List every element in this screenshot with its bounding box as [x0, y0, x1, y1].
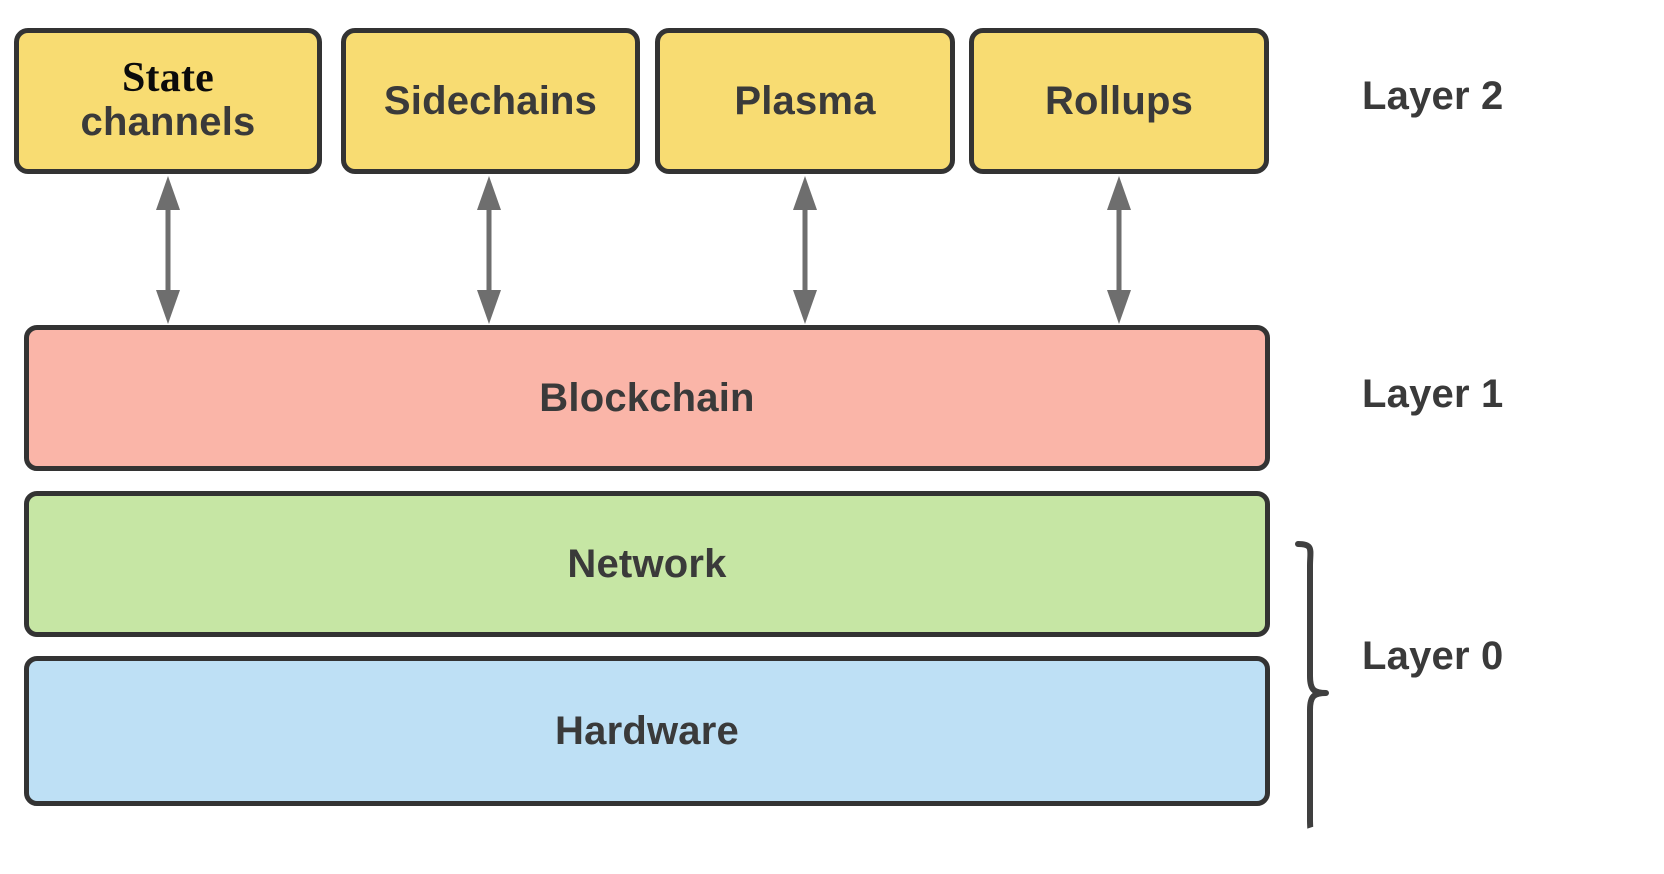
corner-occlusion-blob-lower — [1300, 840, 1380, 874]
node-network[interactable]: Network — [24, 491, 1270, 637]
node-hardware-label: Hardware — [555, 708, 739, 753]
node-network-label: Network — [567, 541, 727, 586]
node-rollups[interactable]: Rollups — [969, 28, 1269, 174]
node-state-channels-label-line1: State — [122, 55, 214, 101]
node-state-channels-label: State channels — [81, 57, 256, 145]
node-plasma[interactable]: Plasma — [655, 28, 955, 174]
node-blockchain-label: Blockchain — [539, 375, 755, 420]
node-sidechains[interactable]: Sidechains — [341, 28, 640, 174]
connector-arrow-state-channels — [148, 176, 188, 324]
layer-label-layer-2-text: Layer 2 — [1362, 74, 1504, 118]
connector-arrow-rollups — [1099, 176, 1139, 324]
layer-label-layer-1: Layer 1 — [1362, 372, 1504, 417]
layer-label-layer-2: Layer 2 — [1362, 74, 1504, 119]
layer-label-layer-0: Layer 0 — [1362, 634, 1504, 679]
layer0-grouping-brace — [1288, 540, 1334, 846]
node-state-channels-label-line2: channels — [80, 100, 256, 144]
connector-arrow-plasma — [785, 176, 825, 324]
node-hardware[interactable]: Hardware — [24, 656, 1270, 806]
node-blockchain[interactable]: Blockchain — [24, 325, 1270, 471]
node-state-channels[interactable]: State channels — [14, 28, 322, 174]
node-rollups-label: Rollups — [1044, 78, 1194, 123]
node-sidechains-label: Sidechains — [383, 78, 598, 123]
node-plasma-label: Plasma — [734, 78, 876, 123]
layer-label-layer-1-text: Layer 1 — [1362, 372, 1504, 416]
connector-arrow-sidechains — [469, 176, 509, 324]
layer-label-layer-0-text: Layer 0 — [1362, 634, 1504, 678]
